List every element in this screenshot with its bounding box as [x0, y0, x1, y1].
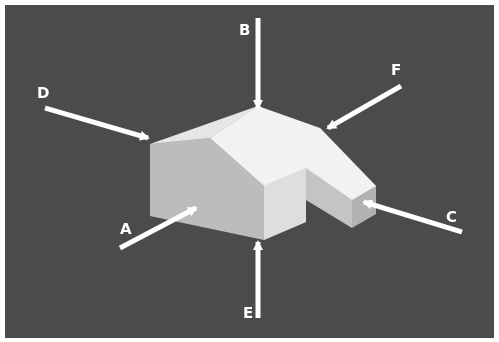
arrow-D	[44, 105, 150, 141]
roof-right-face	[210, 106, 376, 200]
arrow-C	[362, 199, 463, 235]
view-labels: B D F A C E	[37, 21, 457, 322]
label-A: A	[120, 220, 132, 238]
view-arrows	[44, 18, 463, 318]
label-D: D	[37, 84, 49, 102]
roof-left-face	[150, 106, 258, 144]
label-C: C	[446, 208, 457, 226]
arrow-F	[326, 83, 403, 131]
label-E: E	[243, 304, 253, 322]
label-F: F	[391, 61, 401, 79]
notch-front-face	[264, 168, 306, 240]
arrow-A	[118, 205, 198, 251]
label-B: B	[239, 21, 250, 39]
wing-front-face	[306, 168, 352, 228]
